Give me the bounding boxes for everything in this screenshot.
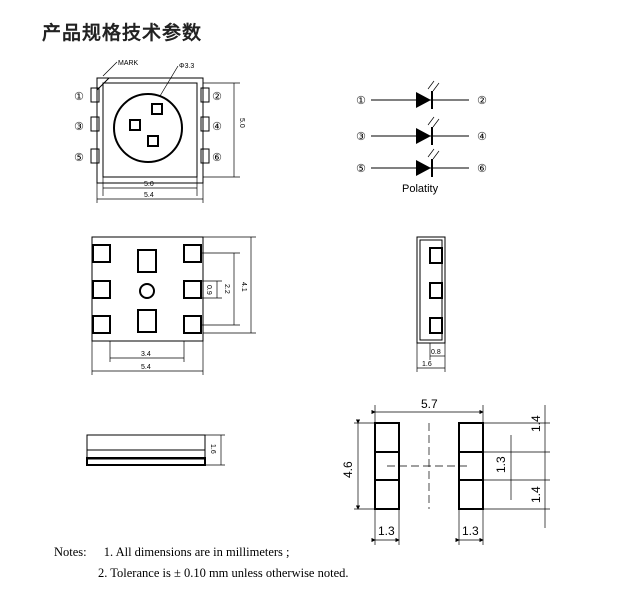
side-lead [429,282,443,299]
polarity-diagram: ① ② ③ ④ ⑤ ⑥ Polatity [356,80,487,195]
center-via [139,283,155,299]
dim-pad-width-left: 1.3 [378,524,395,538]
diameter-label: Φ3.3 [179,63,194,70]
lead-left-2 [90,116,100,132]
bottom-view-body [91,236,204,342]
lead-right-1 [200,87,210,103]
dim-width: 5.4 [141,364,151,371]
dim-pitch: 2.2 [223,284,230,294]
chip-2 [151,103,163,115]
dim-height: 4.1 [240,282,247,292]
light-arrow [427,116,435,126]
fp-pad [458,479,484,510]
notes-heading: Notes: [54,545,87,559]
light-arrow [432,150,440,160]
dim-pad-mid: 1.3 [494,456,508,473]
pad [183,280,202,299]
fp-pad [374,422,400,453]
dim-lead: 0.8 [431,349,441,356]
light-arrow [432,118,440,128]
dim-pad-pitch-inner: 3.4 [141,351,151,358]
top-view: ① ③ ⑤ ② ④ ⑥ MARK Φ3.3 5.0 5.4 5.0 [74,60,245,203]
bottom-view: 3.4 5.4 0.9 2.2 4.1 [91,236,256,375]
chip-1 [129,119,141,131]
dim-outer-width: 5.4 [144,192,154,199]
front-view-leads [86,457,206,466]
pad [183,244,202,263]
dim-pad-width-right: 1.3 [462,524,479,538]
diameter-leader [159,65,179,97]
dim-thickness: 1.6 [422,361,432,368]
pin-label: ⑤ [74,151,84,164]
pad [183,315,202,334]
lens-circle [113,93,183,163]
dim-height: 4.6 [341,461,355,478]
note-1: 1. All dimensions are in millimeters ; [103,545,290,559]
notes-line-1: Notes: 1. All dimensions are in millimet… [54,545,290,560]
dim-width: 5.7 [421,397,438,411]
pin-label: ③ [356,130,366,143]
diode-symbol [416,92,431,108]
pin-label: ② [212,90,222,103]
center-pad-bottom [137,309,157,333]
lead-left-3 [90,148,100,164]
lead-left-1 [90,87,100,103]
dim-height: 5.0 [238,118,245,128]
footprint-view: 5.7 4.6 1.4 1.3 1.4 1.3 1.3 [341,397,550,545]
pin-label: ① [356,94,366,107]
page-title: 产品规格技术参数 [42,22,203,44]
mark-label: MARK [118,60,139,67]
dim-thickness: 1.6 [209,444,216,454]
pin-label: ④ [477,130,487,143]
pin-label: ⑤ [356,162,366,175]
light-arrow [432,82,440,92]
fp-pad [458,422,484,453]
notes-line-2: 2. Tolerance is ± 0.10 mm unless otherwi… [98,566,349,581]
pad [92,315,111,334]
side-view-body [416,236,446,344]
diode-symbol [416,160,431,176]
side-lead [429,317,443,334]
front-view: 1.6 [86,434,225,466]
light-arrow [427,148,435,158]
pin-label: ① [74,90,84,103]
dim-pad-height: 0.9 [205,285,212,295]
pin-label: ⑥ [477,162,487,175]
pin-label: ③ [74,120,84,133]
polarity-label: Polatity [402,183,439,195]
pin-label: ⑥ [212,151,222,164]
pin-label: ② [477,94,487,107]
pin-label: ④ [212,120,222,133]
center-pad-top [137,249,157,273]
top-view-inner [102,82,198,178]
side-view: 0.8 1.6 [416,236,446,372]
dim-pad-bottom: 1.4 [529,486,543,503]
dim-pad-top: 1.4 [529,415,543,432]
dim-inner-width: 5.0 [144,181,154,188]
chip-3 [147,135,159,147]
lead-right-3 [200,148,210,164]
pad [92,280,111,299]
front-view-body [86,434,206,460]
mark-leader [102,61,118,77]
lead-right-2 [200,116,210,132]
fp-pad [374,479,400,510]
pad [92,244,111,263]
side-lead [429,247,443,264]
light-arrow [427,80,435,90]
diode-symbol [416,128,431,144]
note-2: 2. Tolerance is ± 0.10 mm unless otherwi… [98,566,349,580]
